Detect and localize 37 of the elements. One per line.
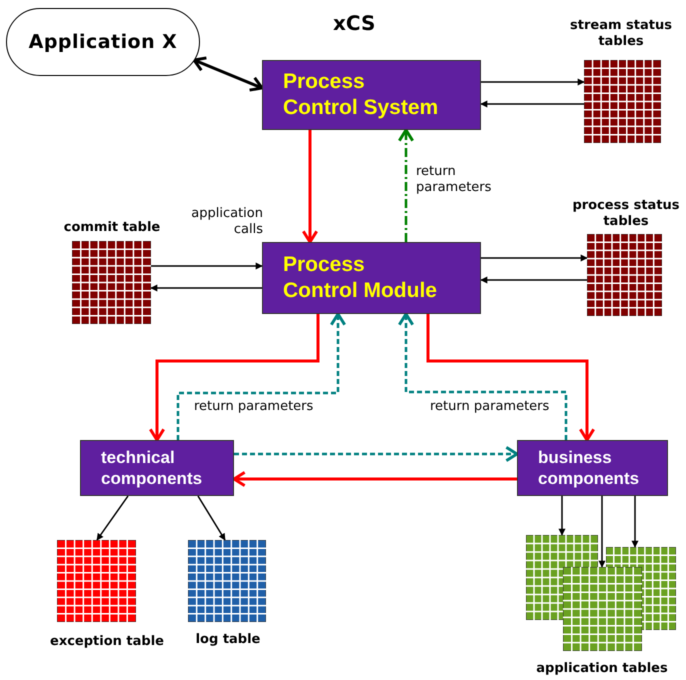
connector-arrow xyxy=(426,314,596,442)
connector-arrow xyxy=(192,56,264,92)
connector-arrow xyxy=(302,130,318,244)
table-label: log table xyxy=(194,632,262,648)
connector-arrow xyxy=(398,128,414,242)
node-label: Process Control System xyxy=(283,68,440,121)
connector-arrow xyxy=(398,312,568,440)
connector-arrow xyxy=(481,254,588,262)
node-label: Process Control Module xyxy=(283,252,438,304)
connector-arrow xyxy=(151,262,263,270)
table-label: commit table xyxy=(62,220,162,236)
connector-arrow xyxy=(232,470,517,488)
connector-arrow xyxy=(150,284,262,292)
connector-arrow xyxy=(480,276,587,284)
connector-arrow xyxy=(96,496,129,541)
node-label: business components xyxy=(538,446,640,490)
diagram-title: xCS xyxy=(333,10,376,37)
application-box xyxy=(6,8,200,76)
node-label: technical components xyxy=(101,446,204,490)
process-box xyxy=(262,60,481,130)
table-label: exception table xyxy=(49,634,165,650)
process-box xyxy=(517,440,668,496)
connector-arrow xyxy=(632,496,638,548)
connector-arrow xyxy=(481,78,585,86)
process-box xyxy=(80,440,234,496)
node-label: Application X xyxy=(28,30,178,55)
table-label: application tables xyxy=(535,660,669,677)
connector-arrow xyxy=(234,446,518,462)
connector-arrow xyxy=(148,314,320,442)
connector-arrow xyxy=(480,100,584,108)
connector-arrow xyxy=(176,312,346,440)
table-label: process status tables xyxy=(571,198,681,230)
connector-arrow xyxy=(598,496,606,568)
connector-arrow xyxy=(197,496,226,541)
table-label: stream status tables xyxy=(570,18,672,50)
process-box xyxy=(262,242,481,314)
connector-arrow xyxy=(558,496,566,536)
